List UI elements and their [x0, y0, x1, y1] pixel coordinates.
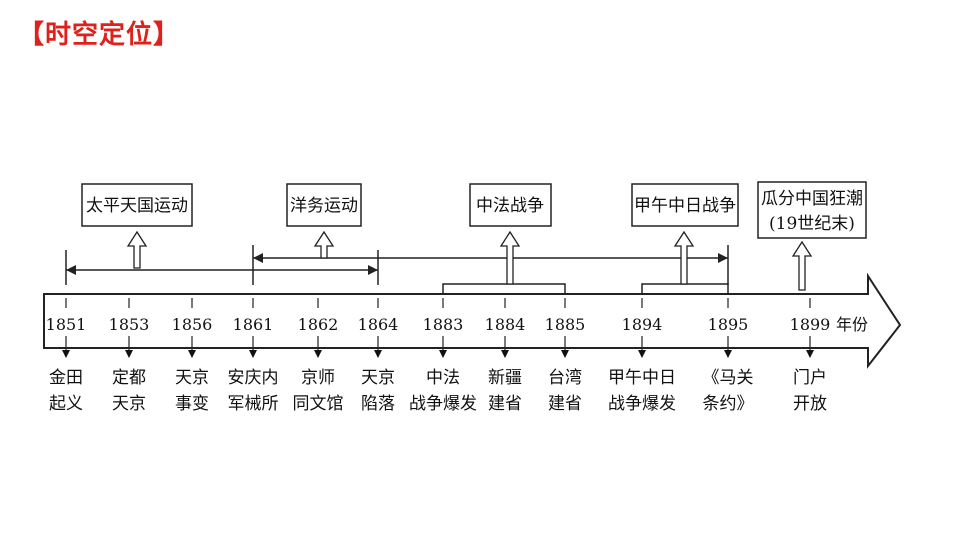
year-label: 1851: [46, 315, 87, 334]
year-label: 1856: [172, 315, 213, 334]
event-label: 新疆: [488, 368, 522, 388]
event-label: 甲午中日: [608, 368, 676, 388]
event-label: 定都: [112, 368, 146, 388]
event-label: 战争爆发: [409, 394, 477, 414]
year-label: 1894: [622, 315, 663, 334]
event-label: 台湾: [548, 368, 582, 388]
event-label: 建省: [488, 394, 522, 414]
year-label: 1853: [109, 315, 150, 334]
period-box: 太平天国运动: [81, 183, 193, 227]
period-box: 洋务运动: [286, 183, 362, 227]
event-label: 条约》: [703, 394, 754, 414]
yangwu-span: [252, 245, 729, 285]
year-label: 1885: [545, 315, 586, 334]
timeline-axis: [43, 272, 902, 369]
year-label: 1862: [298, 315, 339, 334]
page-title: 【时空定位】: [18, 20, 181, 50]
period-box: 甲午中日战争: [631, 183, 739, 227]
event-label: 天京: [361, 368, 395, 388]
event-label: 战争爆发: [608, 394, 676, 414]
year-label: 1899: [790, 315, 831, 334]
event-label: 天京: [112, 394, 146, 414]
event-label: 京师: [301, 368, 335, 388]
event-label: 安庆内: [228, 368, 279, 388]
year-label: 1883: [423, 315, 464, 334]
event-label: 《马关: [703, 368, 754, 388]
event-label: 门户: [793, 368, 827, 388]
sino-japanese-span: [641, 283, 729, 294]
period-label: 瓜分中国狂潮: [761, 189, 863, 209]
period-box: 瓜分中国狂潮 (19世纪末): [757, 181, 867, 239]
event-label: 同文馆: [293, 394, 344, 414]
year-label: 1864: [358, 315, 399, 334]
event-label: 建省: [548, 394, 582, 414]
hollow-arrow: [313, 230, 335, 259]
year-label: 1884: [485, 315, 526, 334]
event-label: 金田: [49, 368, 83, 388]
event-label: 事变: [175, 394, 209, 414]
hollow-arrow: [791, 240, 813, 291]
event-label: 开放: [793, 394, 827, 414]
year-label: 1895: [708, 315, 749, 334]
unit-label: 年份: [836, 315, 868, 334]
year-ticks: 1851 1853 1856 1861 1862 1864 1883 1884 1885 1894…: [46, 298, 831, 334]
event-labels: 金田起义定都天京天京事变安庆内军械所京师同文馆天京陷落中法战争爆发新疆建省台湾建…: [49, 336, 827, 414]
period-label: 中法战争: [476, 196, 544, 216]
event-label: 军械所: [228, 394, 279, 414]
hollow-arrow: [126, 230, 148, 269]
event-label: 陷落: [361, 394, 395, 414]
period-sublabel: (19世纪末): [769, 214, 855, 234]
period-label: 甲午中日战争: [634, 196, 736, 216]
sino-french-span: [442, 283, 566, 294]
hollow-arrow: [673, 230, 695, 285]
taiping-span: [65, 250, 379, 285]
period-box: 中法战争: [469, 183, 552, 227]
year-label: 1861: [233, 315, 274, 334]
period-label: 洋务运动: [290, 196, 358, 216]
event-label: 天京: [175, 368, 209, 388]
hollow-arrow: [499, 230, 521, 285]
period-label: 太平天国运动: [86, 196, 188, 216]
event-label: 起义: [49, 394, 83, 414]
event-label: 中法: [426, 368, 460, 388]
